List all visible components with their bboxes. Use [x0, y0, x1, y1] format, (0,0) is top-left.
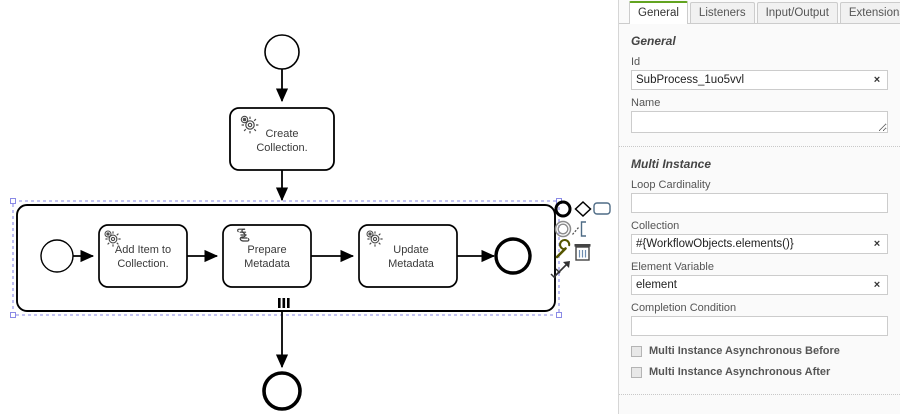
task-prepare-metadata[interactable]: Prepare Metadata [222, 224, 312, 288]
collection-clear-icon[interactable]: × [873, 238, 881, 250]
connect-tool-icon[interactable] [550, 261, 570, 279]
id-input[interactable] [631, 70, 888, 90]
append-task-icon[interactable] [593, 202, 611, 215]
properties-body: General Id × Name Multi Instance L [619, 24, 900, 414]
element-variable-input[interactable] [631, 275, 888, 295]
async-before-checkbox[interactable] [631, 345, 642, 357]
service-task-gear-icon [366, 230, 383, 247]
inner-end-event[interactable] [494, 237, 532, 275]
service-task-gear-icon [240, 115, 259, 134]
group-multi-instance: Multi Instance Loop Cardinality Collecti… [619, 147, 900, 395]
bpmn-canvas[interactable]: Create Collection. [0, 0, 618, 414]
row-async-before: Multi Instance Asynchronous Before [631, 345, 888, 357]
row-async-after: Multi Instance Asynchronous After [631, 366, 888, 378]
parallel-multi-instance-marker [278, 298, 290, 308]
end-event[interactable] [262, 371, 302, 411]
field-completion-condition: Completion Condition [631, 302, 888, 336]
element-variable-clear-icon[interactable]: × [873, 279, 881, 291]
wrench-change-type-icon[interactable] [555, 239, 571, 259]
group-spacer [631, 378, 888, 388]
tab-general[interactable]: General [629, 1, 688, 24]
task-create-collection[interactable]: Create Collection. [229, 107, 335, 171]
field-name: Name [631, 97, 888, 133]
properties-panel: General Listeners Input/Output Extension… [618, 0, 900, 414]
async-before-label[interactable]: Multi Instance Asynchronous Before [649, 345, 840, 357]
task-label-line1: Update [393, 244, 428, 256]
task-label-line1: Prepare [247, 244, 286, 256]
completion-condition-input[interactable] [631, 316, 888, 336]
script-task-icon [237, 228, 250, 242]
tab-input-output[interactable]: Input/Output [756, 2, 838, 23]
collection-label: Collection [631, 220, 680, 232]
id-label: Id [631, 56, 641, 68]
inner-start-event[interactable] [40, 239, 74, 273]
append-intermediate-event-icon[interactable] [554, 220, 572, 238]
collection-input[interactable] [631, 234, 888, 254]
task-label-line1: Create [265, 128, 298, 140]
task-label-line2: Metadata [244, 258, 291, 270]
task-label-line1: Add Item to [115, 244, 171, 256]
context-pad[interactable] [550, 200, 611, 279]
name-label: Name [631, 97, 661, 109]
async-after-checkbox[interactable] [631, 366, 642, 378]
append-text-annotation-icon[interactable] [572, 221, 587, 237]
element-variable-label: Element Variable [631, 261, 714, 273]
start-event[interactable] [264, 34, 300, 70]
task-label-line2: Collection. [256, 142, 307, 154]
loop-cardinality-label: Loop Cardinality [631, 179, 711, 191]
group-multi-instance-title: Multi Instance [631, 157, 712, 171]
group-general-title: General [631, 34, 676, 48]
properties-tabbar: General Listeners Input/Output Extension… [619, 0, 900, 24]
completion-condition-label: Completion Condition [631, 302, 737, 314]
tab-extensions[interactable]: Extensions [839, 2, 900, 23]
field-element-variable: Element Variable × [631, 261, 888, 295]
group-general: General Id × Name [619, 24, 900, 147]
field-loop-cardinality: Loop Cardinality [631, 179, 888, 213]
task-update-metadata[interactable]: Update Metadata [358, 224, 458, 288]
id-clear-icon[interactable]: × [873, 74, 881, 86]
task-label-line2: Collection. [117, 258, 168, 270]
field-collection: Collection × [631, 220, 888, 254]
task-add-item-to-collection[interactable]: Add Item to Collection. [98, 224, 188, 288]
async-after-label[interactable]: Multi Instance Asynchronous After [649, 366, 831, 378]
field-id: Id × [631, 56, 888, 90]
name-textarea[interactable] [631, 111, 888, 133]
task-label-line2: Metadata [388, 258, 435, 270]
tab-listeners[interactable]: Listeners [689, 2, 755, 23]
subprocess-multi-instance[interactable]: Add Item to Collection. [16, 204, 556, 312]
service-task-gear-icon [104, 230, 121, 247]
loop-cardinality-input[interactable] [631, 193, 888, 213]
trash-delete-icon[interactable] [574, 244, 591, 261]
append-end-event-icon[interactable] [554, 200, 572, 218]
append-gateway-icon[interactable] [574, 200, 592, 218]
